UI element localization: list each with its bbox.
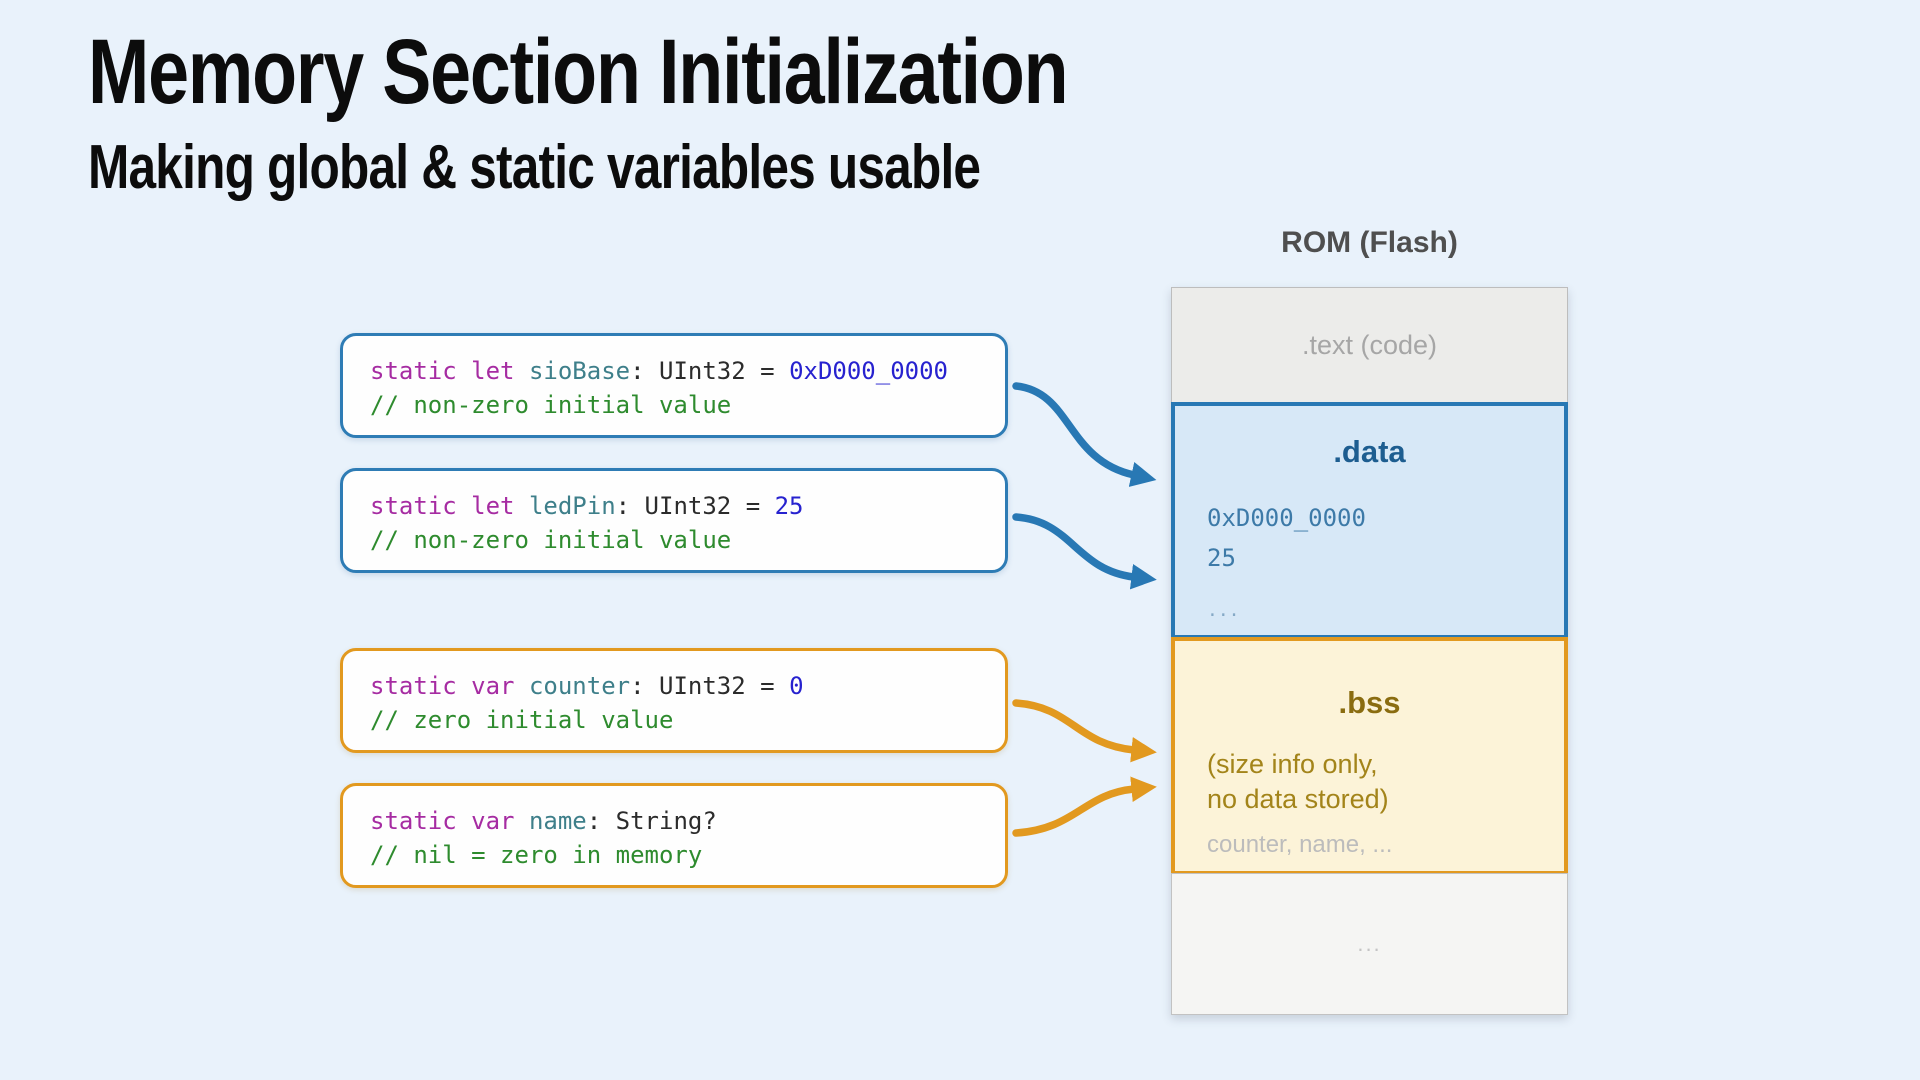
- code-identifier: name: [528, 807, 587, 835]
- code-box-name: static var name: String? // nil = zero i…: [340, 783, 1008, 888]
- rom-label: ROM (Flash): [1281, 226, 1458, 259]
- arrow-counter-to-bss: [1012, 699, 1157, 763]
- code-keyword: static var: [370, 807, 515, 835]
- code-line: static var counter: UInt32 = 0: [370, 669, 1005, 703]
- section-bss-label: .bss: [1338, 685, 1401, 720]
- code-keyword: static var: [370, 672, 515, 700]
- code-type: : UInt32 =: [615, 492, 775, 520]
- section-rest-label: ...: [1357, 931, 1382, 956]
- memory-stack: .text (code) .data 0xD000_0000 25 ... .b…: [1171, 287, 1568, 1015]
- code-line: static var name: String?: [370, 804, 1005, 838]
- section-rest: ...: [1171, 873, 1568, 1015]
- code-box-siobase: static let sioBase: UInt32 = 0xD000_0000…: [340, 333, 1008, 438]
- section-bss: .bss (size info only, no data stored) co…: [1171, 637, 1568, 875]
- code-line: static let ledPin: UInt32 = 25: [370, 489, 1005, 523]
- section-data-label: .data: [1333, 434, 1406, 469]
- code-value: 0xD000_0000: [789, 357, 949, 385]
- bss-note-line: no data stored): [1207, 784, 1389, 814]
- bss-variables-hint: counter, name, ...: [1207, 831, 1393, 858]
- arrow-siobase-to-data: [1012, 382, 1157, 487]
- code-keyword: static let: [370, 492, 515, 520]
- code-type: : UInt32 =: [630, 357, 790, 385]
- arrow-ledpin-to-data: [1012, 513, 1157, 590]
- code-type: : UInt32 =: [630, 672, 790, 700]
- code-identifier: ledPin: [528, 492, 616, 520]
- section-data: .data 0xD000_0000 25 ...: [1171, 402, 1568, 639]
- code-box-ledpin: static let ledPin: UInt32 = 25 // non-ze…: [340, 468, 1008, 573]
- code-comment: // nil = zero in memory: [370, 841, 703, 869]
- code-box-counter: static var counter: UInt32 = 0 // zero i…: [340, 648, 1008, 753]
- code-comment: // non-zero initial value: [370, 526, 732, 554]
- code-line: static let sioBase: UInt32 = 0xD000_0000: [370, 354, 1005, 388]
- code-identifier: counter: [528, 672, 631, 700]
- arrow-name-to-bss: [1012, 776, 1157, 837]
- section-text-label: .text (code): [1301, 329, 1438, 360]
- code-value: 0: [789, 672, 804, 700]
- code-keyword: static let: [370, 357, 515, 385]
- data-stored-value: 0xD000_0000: [1207, 504, 1366, 532]
- slide-title: Memory Section Initialization: [88, 21, 1069, 123]
- slide-subtitle: Making global & static variables usable: [88, 133, 981, 202]
- code-comment: // non-zero initial value: [370, 391, 732, 419]
- section-text: .text (code): [1171, 287, 1568, 403]
- code-value: 25: [774, 492, 804, 520]
- data-stored-value: 25: [1207, 544, 1236, 572]
- code-identifier: sioBase: [528, 357, 631, 385]
- bss-note-line: (size info only,: [1207, 749, 1378, 779]
- data-ellipsis: ...: [1207, 600, 1240, 621]
- code-comment: // zero initial value: [370, 706, 674, 734]
- code-type: : String?: [586, 807, 717, 835]
